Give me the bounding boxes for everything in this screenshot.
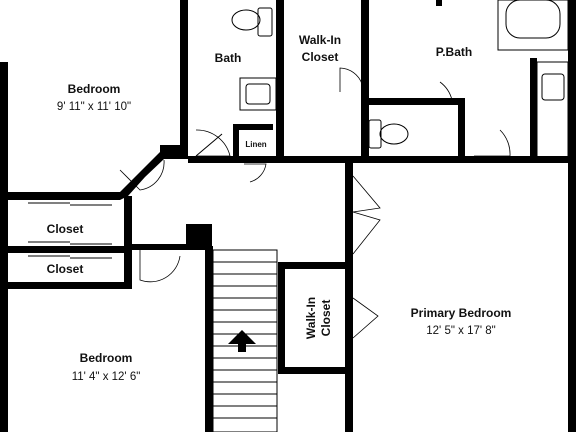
bedroom-bottom-dims: 11' 4" x 12' 6" — [72, 371, 141, 383]
walkin-top-line2: Closet — [302, 50, 339, 64]
walkin-side-name2: Closet — [319, 300, 333, 337]
closet-1-name: Closet — [47, 222, 84, 236]
bedroom-bottom-name: Bedroom — [80, 351, 133, 365]
bedroom-top-dims: 9' 11" x 11' 10" — [57, 101, 131, 113]
toilet-icon — [368, 119, 409, 149]
doors — [119, 67, 511, 339]
bathtub-icon — [497, 0, 569, 51]
primary-bedroom-name: Primary Bedroom — [411, 306, 512, 320]
room-labels: Bedroom 9' 11" x 11' 10" Bath Walk-In Cl… — [47, 33, 512, 383]
bedroom-top-name: Bedroom — [68, 82, 121, 96]
sink-icon — [239, 77, 277, 111]
closet-doors — [28, 202, 112, 287]
staircase — [212, 249, 278, 432]
sink-icon — [536, 61, 569, 159]
linen-label: Linen — [245, 140, 266, 149]
bath-name: Bath — [215, 51, 242, 65]
primary-bedroom-dims: 12' 5" x 17' 8" — [426, 325, 495, 337]
walkin-side-name: Walk-In — [304, 297, 318, 339]
fixtures — [231, 0, 569, 159]
pbath-name: P.Bath — [436, 45, 472, 59]
toilet-icon — [231, 7, 273, 37]
closet-2-name: Closet — [47, 262, 84, 276]
walkin-top-line1: Walk-In — [299, 33, 341, 47]
stair-up-arrow-icon — [228, 330, 256, 352]
